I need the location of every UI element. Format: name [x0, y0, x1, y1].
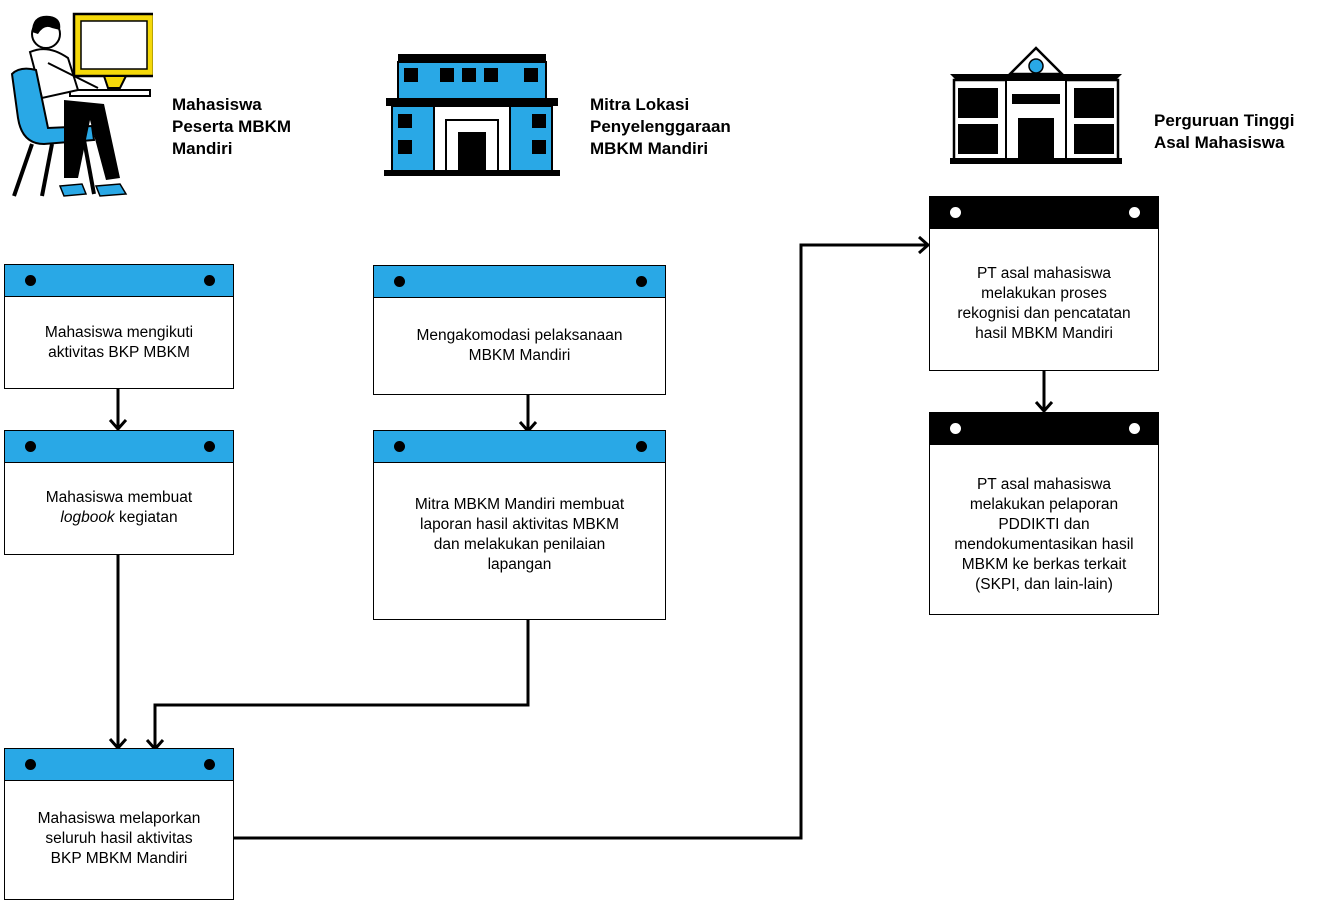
step-card-student-2: Mahasiswa membuat logbook kegiatan [4, 430, 234, 555]
step-text-italic: logbook [60, 509, 115, 526]
actor-title-student: Mahasiswa Peserta MBKM Mandiri [172, 95, 292, 158]
step-card-student-1: Mahasiswa mengikuti aktivitas BKP MBKM [4, 264, 234, 389]
actor-title-university: Perguruan Tinggi Asal Mahasiswa [1154, 111, 1295, 152]
step-text-part: kegiatan [114, 509, 178, 526]
arrowhead-p1-p2 [1034, 401, 1054, 414]
step-card-partner-1: Mengakomodasi pelaksanaan MBKM Mandiri [373, 265, 666, 395]
dot-icon [636, 276, 647, 287]
dot-icon [636, 441, 647, 452]
step-text: Mahasiswa membuat logbook kegiatan [5, 463, 233, 528]
card-header-bar [5, 749, 233, 781]
dot-icon [1129, 207, 1140, 218]
dot-icon [25, 759, 36, 770]
dot-icon [394, 441, 405, 452]
dot-icon [25, 275, 36, 286]
dot-icon [204, 275, 215, 286]
connector-s3-p1 [234, 243, 927, 840]
step-text: Mengakomodasi pelaksanaan MBKM Mandiri [416, 327, 623, 364]
university-building-icon [950, 46, 1122, 164]
card-header-bar [5, 431, 233, 463]
step-card-university-1: PT asal mahasiswa melakukan proses rekog… [929, 196, 1159, 371]
dot-icon [204, 441, 215, 452]
step-text: Mahasiswa melaporkan seluruh hasil aktiv… [37, 810, 201, 867]
dot-icon [204, 759, 215, 770]
card-header-bar [5, 265, 233, 297]
dot-icon [25, 441, 36, 452]
partner-building-icon [384, 54, 560, 176]
step-text-part: Mahasiswa membuat [45, 489, 193, 506]
connector-m2-s3 [153, 620, 530, 748]
card-header-bar [374, 266, 665, 298]
card-header-bar [930, 197, 1158, 229]
step-text: Mahasiswa mengikuti aktivitas BKP MBKM [44, 324, 194, 361]
dot-icon [1129, 423, 1140, 434]
step-card-university-2: PT asal mahasiswa melakukan pelaporan PD… [929, 412, 1159, 615]
step-text: Mitra MBKM Mandiri membuat laporan hasil… [414, 496, 625, 573]
dot-icon [950, 207, 961, 218]
step-text: PT asal mahasiswa melakukan proses rekog… [957, 265, 1131, 342]
step-card-student-3: Mahasiswa melaporkan seluruh hasil aktiv… [4, 748, 234, 900]
arrowhead-s3-p1 [918, 235, 931, 255]
arrowhead-s1-s2 [108, 419, 128, 432]
dot-icon [950, 423, 961, 434]
card-header-bar [374, 431, 665, 463]
step-text: PT asal mahasiswa melakukan pelaporan PD… [954, 476, 1134, 593]
card-header-bar [930, 413, 1158, 445]
student-at-computer-icon [10, 12, 153, 197]
step-card-partner-2: Mitra MBKM Mandiri membuat laporan hasil… [373, 430, 666, 620]
dot-icon [394, 276, 405, 287]
actor-title-partner: Mitra Lokasi Penyelenggaraan MBKM Mandir… [590, 95, 731, 158]
